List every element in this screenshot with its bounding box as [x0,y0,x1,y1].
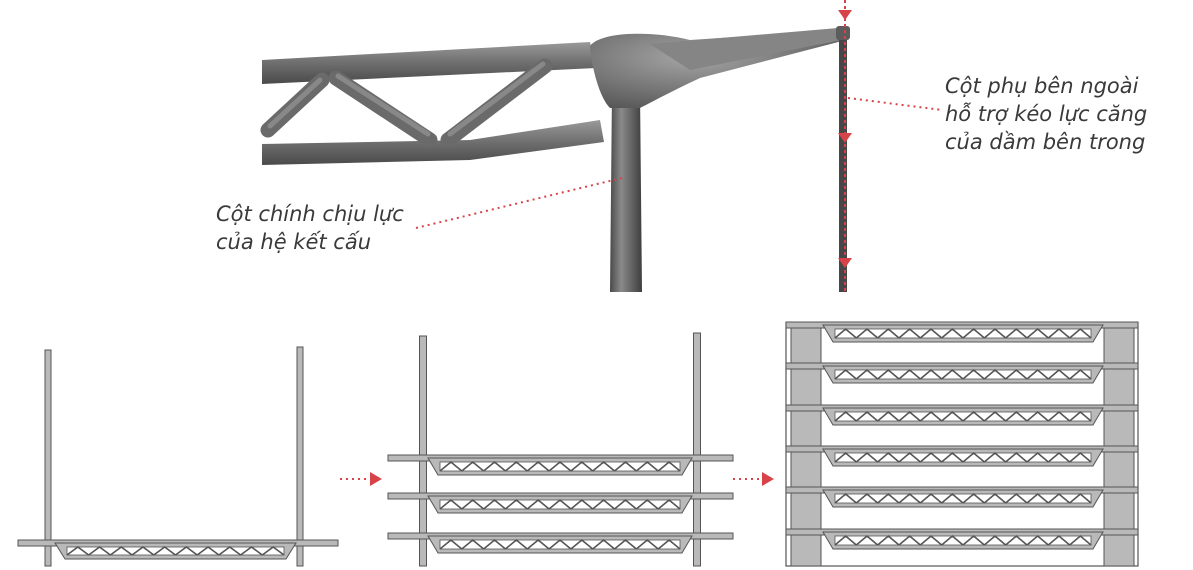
progress-arrow-2 [733,472,774,486]
column [296,346,304,567]
stage-2-frame [387,332,734,567]
tension-arrowhead [838,10,852,20]
column [44,349,52,567]
truss-beam [822,531,1104,550]
main-column-label-line2: của hệ kết cấu [216,230,372,254]
truss-beam [427,457,693,476]
truss-beam [54,542,297,560]
cantilever-beam [650,28,842,70]
truss-beam [427,535,693,554]
tension-force-arrows [838,0,852,292]
truss-beam [822,407,1104,426]
auxiliary-column-label-line1: Cột phụ bên ngoài [945,74,1139,98]
column [693,332,701,567]
truss-beam [822,365,1104,384]
auxiliary-column-label-line2: hỗ trợ kéo lực căng [945,102,1148,126]
tension-arrowhead [838,133,852,143]
truss-beam [822,489,1104,508]
leader-line-aux [847,97,943,111]
auxiliary-column-3d [839,26,847,292]
auxiliary-column-label: Cột phụ bên ngoài hỗ trợ kéo lực căng củ… [945,72,1147,156]
truss-top-chord [262,42,596,84]
tension-arrowhead [838,258,852,268]
main-column-label-line1: Cột chính chịu lực [216,202,404,226]
stage-1-frame [17,346,339,567]
progress-arrow-1 [340,472,382,486]
truss-beam [822,324,1104,343]
structural-detail-render [260,26,850,292]
truss-beam [427,495,693,514]
column [419,335,427,567]
main-column-3d [610,92,642,292]
leader-line-main [415,177,623,229]
stage-3-frame [785,321,1139,567]
main-column-label: Cột chính chịu lực của hệ kết cấu [216,200,404,256]
auxiliary-column-label-line3: của dầm bên trong [945,130,1146,154]
truss-beam [822,448,1104,467]
